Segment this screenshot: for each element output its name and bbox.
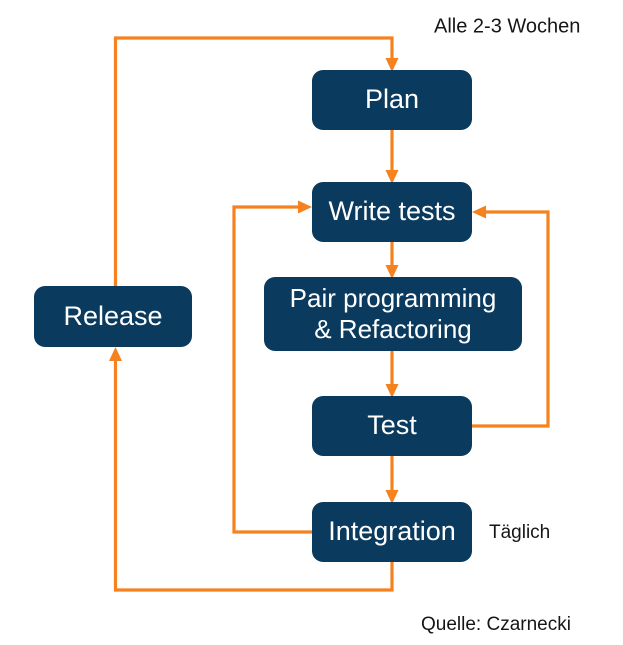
node-plan[interactable]: Plan [312, 70, 472, 130]
connection-release-to-plan [113, 36, 399, 286]
annotation-source: Quelle: Czarnecki [421, 614, 571, 635]
connection-plan-to-write-tests [385, 130, 399, 184]
connection-integration-to-write-tests-loop-line [232, 205, 312, 534]
annotation-iteration-cadence: Alle 2-3 Wochen [434, 15, 580, 37]
node-integration-shape [312, 502, 472, 562]
connection-integration-to-write-tests-loop [232, 200, 312, 534]
arrow-head-into-release [109, 347, 122, 361]
connection-release-to-plan-line [113, 36, 394, 286]
node-pair-programming-shape [264, 277, 522, 351]
arrow-head-into-write-tests-right [472, 205, 486, 219]
node-test-label: Test [367, 410, 417, 440]
node-release-shape [34, 286, 192, 347]
connection-integration-to-release-line [113, 357, 394, 592]
arrow-head-into-write-tests-top [385, 170, 399, 184]
arrow-head-into-write-tests-left [298, 200, 312, 214]
node-pair-programming-label-line1: Pair programming [290, 283, 497, 313]
node-test-shape [312, 396, 472, 456]
connection-test-to-write-tests-loop [472, 205, 550, 428]
connection-test-to-write-tests-loop-line [472, 210, 550, 428]
connection-integration-to-release [109, 347, 394, 592]
node-write-tests[interactable]: Write tests [312, 182, 472, 242]
arrow-head-into-integration [385, 490, 399, 504]
connection-write-tests-to-pair-programming [385, 242, 399, 279]
annotation-daily-cadence: Täglich [489, 522, 550, 543]
node-pair-programming-label-line2: & Refactoring [314, 314, 472, 344]
connection-test-to-integration [385, 456, 399, 504]
arrow-head-into-test [385, 384, 399, 398]
node-pair-programming[interactable]: Pair programming & Refactoring [264, 277, 522, 351]
node-write-tests-label: Write tests [328, 196, 455, 226]
connection-pair-programming-to-test [385, 351, 399, 398]
arrow-head-into-pair-programming [385, 265, 399, 279]
arrow-head-into-plan [385, 58, 399, 72]
node-plan-shape [312, 70, 472, 130]
node-integration[interactable]: Integration [312, 502, 472, 562]
node-write-tests-shape [312, 182, 472, 242]
node-test[interactable]: Test [312, 396, 472, 456]
node-release[interactable]: Release [34, 286, 192, 347]
node-integration-label: Integration [328, 516, 456, 546]
node-release-label: Release [63, 301, 162, 331]
node-plan-label: Plan [365, 84, 419, 114]
